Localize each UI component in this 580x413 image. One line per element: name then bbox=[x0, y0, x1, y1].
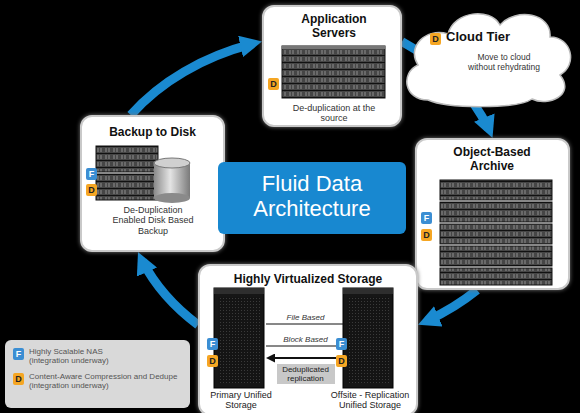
rack-cap bbox=[214, 288, 264, 294]
badge: D bbox=[268, 78, 279, 90]
server-box: Application ServersDe-duplication at the… bbox=[262, 5, 402, 127]
node-title: Cloud Tier bbox=[446, 30, 536, 45]
connector-line bbox=[266, 357, 345, 359]
badge: F bbox=[86, 168, 97, 180]
connector-line bbox=[266, 346, 345, 347]
rack-cap bbox=[343, 288, 393, 294]
ring-arrow bbox=[131, 42, 262, 115]
archive-box: Object-Based Archive bbox=[415, 138, 570, 290]
badge: D bbox=[336, 355, 347, 367]
node-body: Move to cloud without rehydrating bbox=[468, 53, 540, 73]
archive-server bbox=[440, 202, 552, 222]
storage-unit: Offsite - Replication Unified Storage bbox=[345, 290, 395, 390]
badge: D bbox=[86, 184, 97, 196]
badge: D bbox=[207, 355, 218, 367]
archive-server bbox=[440, 180, 552, 200]
node-title: Object-Based Archive bbox=[442, 146, 542, 174]
storage-rack bbox=[343, 288, 393, 388]
node-title: Fluid Data Architecture bbox=[218, 171, 406, 222]
storage-rack bbox=[214, 288, 264, 388]
server-top bbox=[282, 46, 385, 49]
disk-array bbox=[96, 174, 158, 200]
edge-label: File Based bbox=[266, 313, 346, 322]
badge: D bbox=[421, 229, 432, 241]
archive-server bbox=[440, 224, 552, 244]
legend-text: Content-Aware Compression and Dedupe (in… bbox=[29, 372, 189, 390]
node-title: Primary Unified Storage bbox=[204, 390, 278, 411]
connector-line bbox=[266, 324, 345, 325]
disk-array bbox=[96, 146, 158, 172]
disk-cylinder bbox=[154, 163, 190, 198]
edge-label: Block Based bbox=[266, 335, 346, 344]
legend-box: F Highly Scalable NAS (integration underw… bbox=[5, 340, 190, 408]
server-stack bbox=[282, 46, 385, 98]
badge: F bbox=[207, 338, 218, 350]
backup-box: Backup to DiskDe-Duplication Enabled Dis… bbox=[80, 115, 225, 252]
storage-unit: Primary Unified Storage bbox=[216, 290, 266, 390]
node-title: Application Servers bbox=[289, 13, 379, 41]
ring-arrow bbox=[138, 252, 198, 325]
rack-door bbox=[218, 297, 260, 383]
center-box: Fluid Data Architecture bbox=[218, 162, 406, 234]
legend-letter: D bbox=[13, 373, 24, 385]
node-title: Highly Virtualized Storage bbox=[200, 273, 416, 287]
legend-letter: F bbox=[13, 348, 24, 360]
legend-text: Highly Scalable NAS (integration underwa… bbox=[29, 347, 139, 365]
badge: D bbox=[430, 33, 441, 45]
disk-cylinder-top bbox=[154, 158, 190, 168]
node-body: De-duplication at the source bbox=[284, 103, 384, 124]
node-body: De-Duplication Enabled Disk Based Backup bbox=[108, 205, 198, 236]
cloud-path bbox=[407, 14, 571, 107]
badge: F bbox=[421, 212, 432, 224]
badge: F bbox=[336, 338, 347, 350]
archive-server bbox=[440, 246, 552, 266]
node-title: Offsite - Replication Unified Storage bbox=[320, 390, 420, 411]
node-title: Backup to Disk bbox=[82, 126, 223, 140]
legend-swatch: D bbox=[13, 373, 24, 385]
disk-cylinder-base bbox=[154, 193, 190, 203]
rack-door bbox=[347, 297, 389, 383]
legend-swatch: F bbox=[13, 348, 24, 360]
edge-label-box: Deduplicated replication bbox=[277, 364, 335, 384]
archive-server bbox=[440, 268, 552, 285]
ring-arrow bbox=[418, 290, 477, 325]
cloud-shape: Cloud TierMove to cloud without rehydrat… bbox=[398, 3, 576, 108]
